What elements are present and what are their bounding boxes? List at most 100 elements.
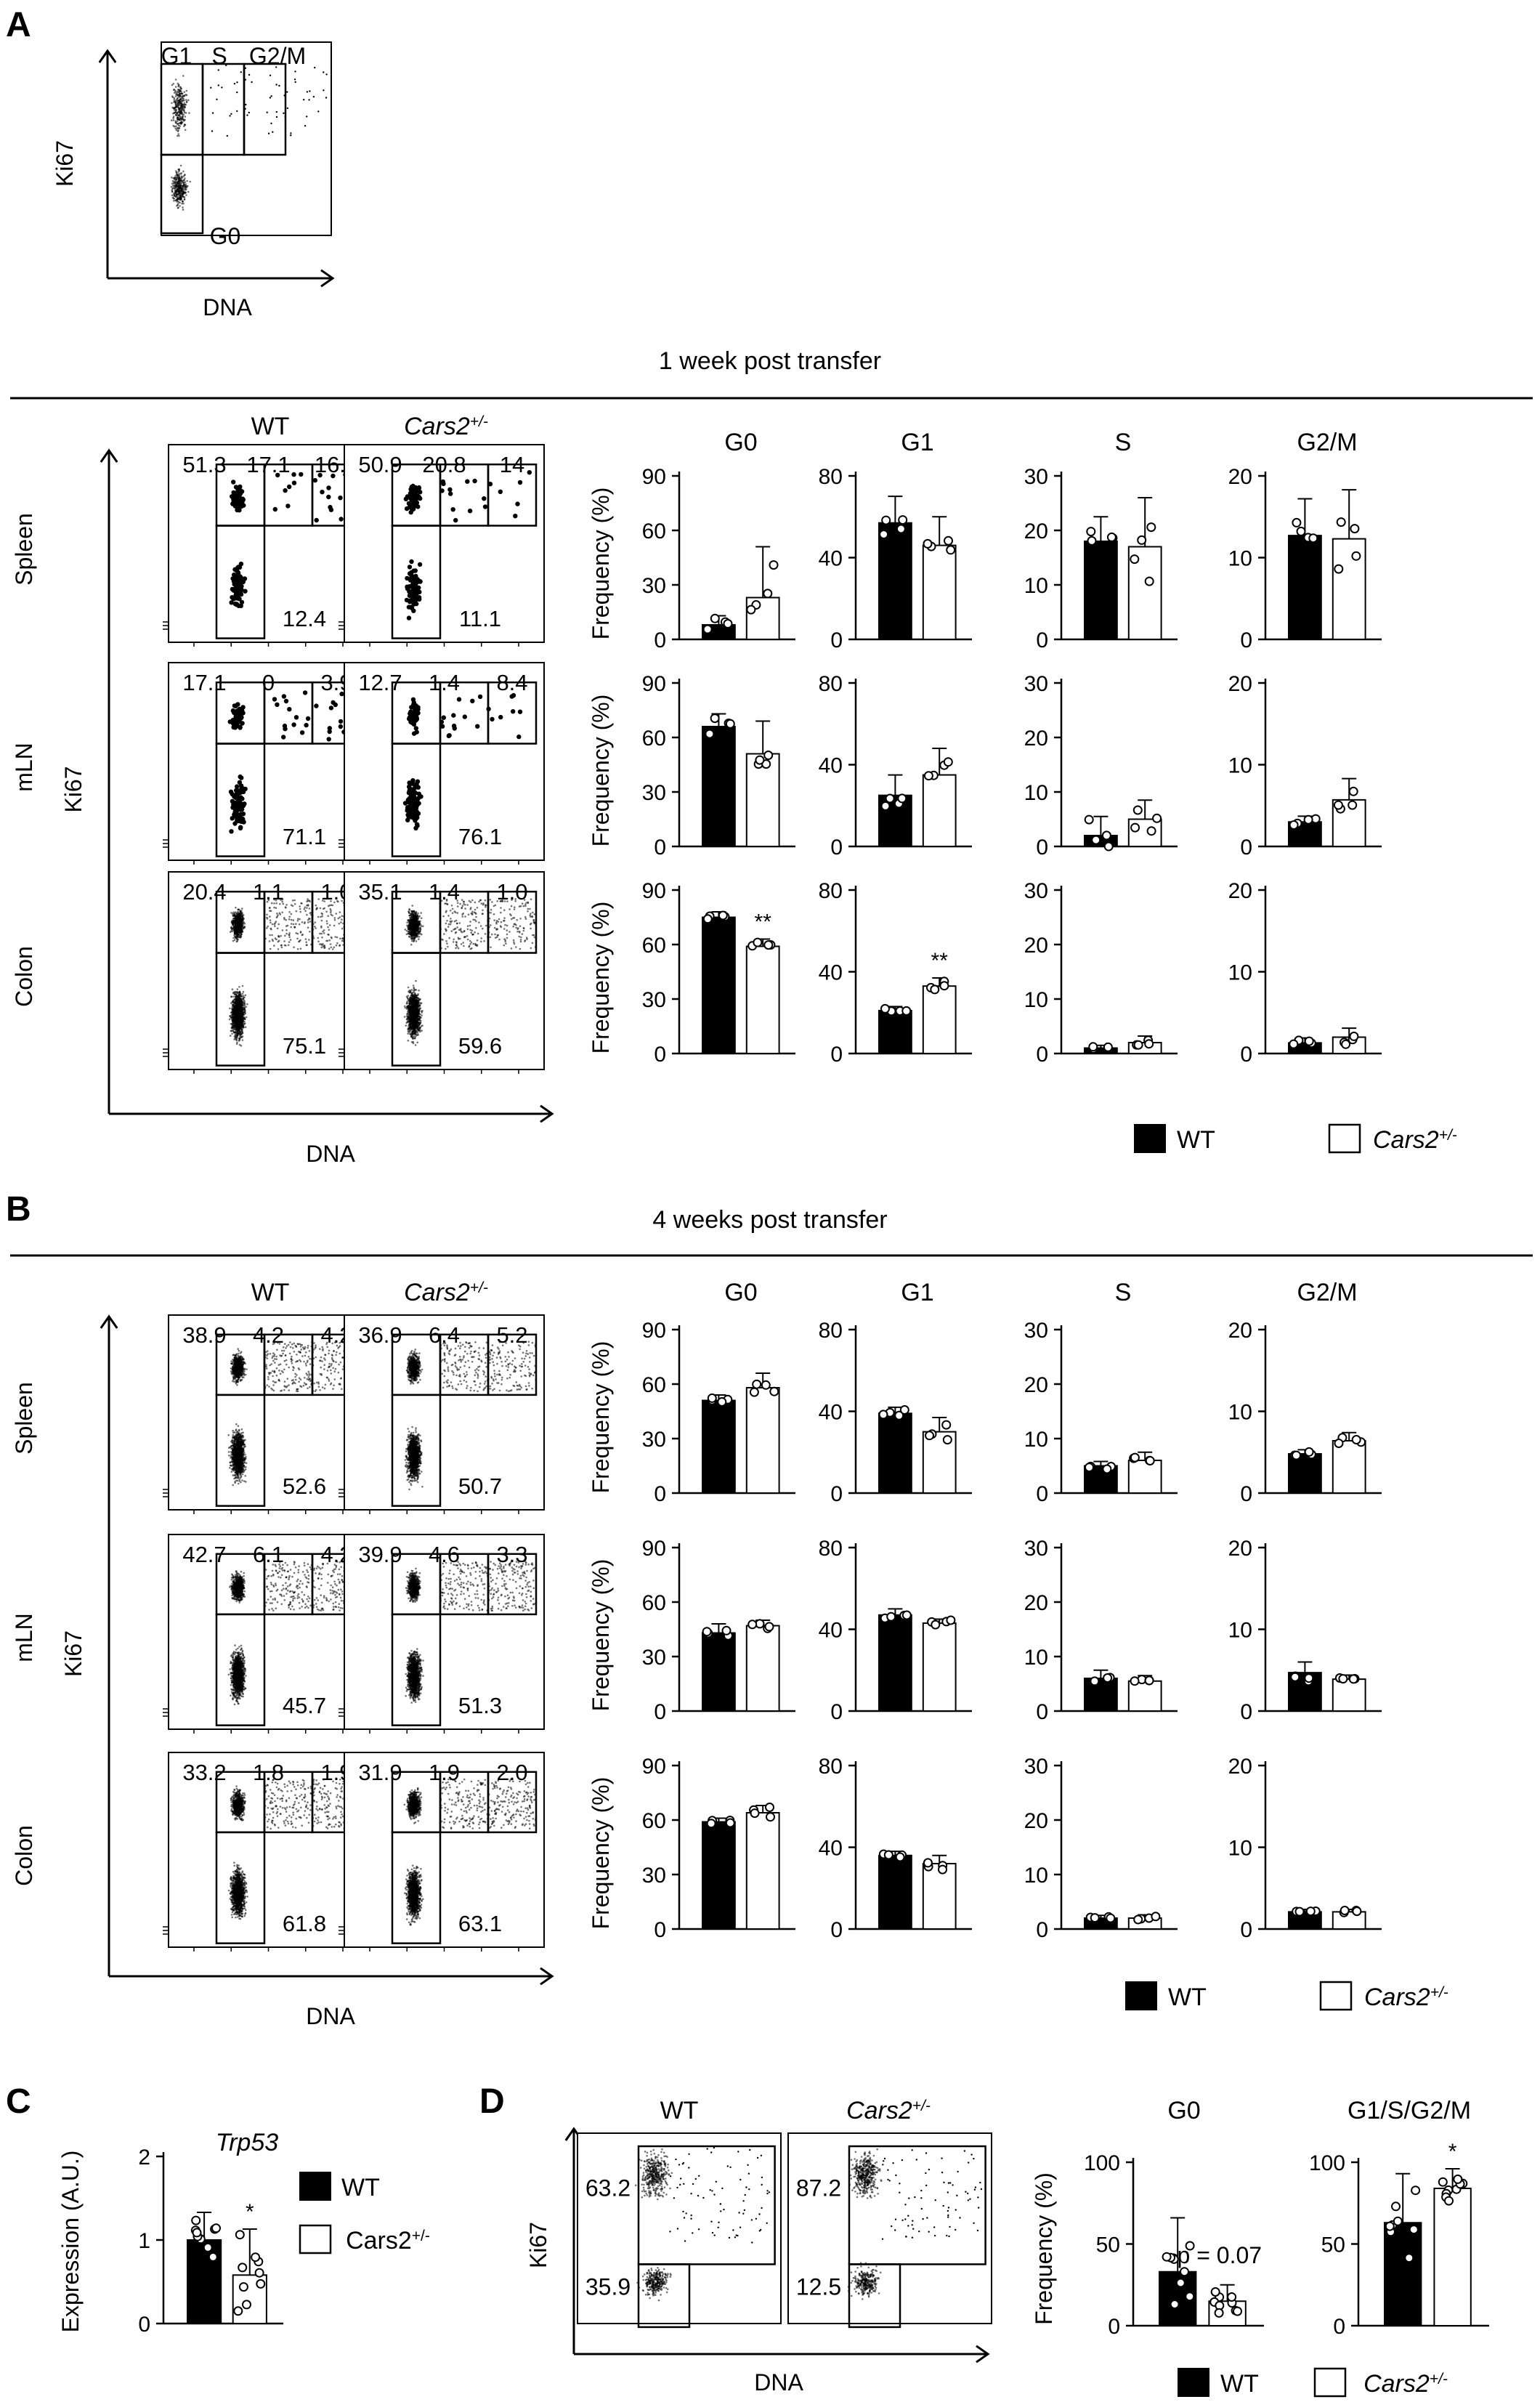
event-dot: [277, 914, 279, 916]
event-dot: [467, 929, 469, 931]
event-dot: [174, 97, 176, 100]
event-dot: [267, 112, 268, 113]
event-dot: [182, 209, 185, 211]
event-dot: [450, 910, 452, 912]
event-dot: [291, 904, 293, 906]
event-dot: [293, 947, 295, 949]
event-dot: [266, 927, 268, 929]
event-dot: [237, 996, 239, 998]
event-dot: [235, 1025, 237, 1027]
event-dot: [319, 943, 321, 945]
event-dot: [231, 1014, 233, 1016]
event-dot: [187, 191, 190, 193]
event-dot: [336, 942, 339, 945]
event-dot: [412, 905, 414, 907]
event-dot: [177, 129, 179, 132]
event-dot: [336, 937, 339, 939]
event-dot: [498, 715, 503, 719]
event-dot: [317, 110, 319, 112]
chart-title: G0: [724, 1279, 757, 1306]
event-dot: [239, 1031, 241, 1033]
event-dot: [300, 902, 302, 905]
event-dot: [185, 104, 187, 106]
event-dot: [407, 809, 411, 813]
event-dot: [235, 923, 238, 925]
event-dot: [471, 899, 474, 902]
event-dot: [420, 912, 422, 914]
event-dot: [174, 195, 176, 197]
event-dot: [404, 1016, 406, 1018]
event-dot: [325, 97, 327, 98]
event-dot: [300, 948, 302, 950]
event-dot: [408, 987, 410, 989]
event-dot: [477, 907, 479, 909]
event-dot: [234, 921, 236, 923]
event-dot: [177, 89, 179, 91]
event-dot: [508, 908, 511, 910]
event-dot: [182, 201, 184, 203]
event-dot: [179, 202, 181, 204]
event-dot: [241, 786, 246, 790]
gate-freq-s: 1.1: [253, 879, 284, 905]
flow-plots-layer: 51.317.116.612.450.920.81411.117.103.971…: [163, 445, 992, 2327]
event-dot: [174, 177, 176, 179]
event-dot: [339, 923, 341, 925]
event-dot: [231, 1033, 233, 1035]
event-dot: [238, 926, 240, 929]
chart-title: S: [1115, 1279, 1132, 1306]
event-dot: [293, 899, 296, 902]
chart-ylabel: Frequency (%): [588, 695, 614, 847]
event-dot: [238, 929, 240, 931]
event-dot: [482, 496, 486, 501]
event-dot: [467, 939, 469, 941]
event-dot: [330, 943, 332, 945]
event-dot: [306, 914, 308, 916]
event-dot: [341, 915, 344, 917]
event-dot: [285, 919, 288, 921]
event-dot: [185, 181, 187, 183]
event-dot: [171, 119, 173, 121]
event-dot: [309, 931, 311, 933]
event-dot: [232, 988, 234, 990]
event-dot: [232, 711, 236, 715]
event-dot: [236, 110, 238, 112]
event-dot: [323, 945, 325, 947]
event-dot: [238, 919, 240, 921]
event-dot: [296, 910, 298, 913]
event-dot: [447, 734, 451, 738]
event-dot: [183, 196, 185, 198]
event-dot: [273, 507, 277, 511]
event-dot: [235, 931, 237, 933]
event-dot: [277, 948, 280, 950]
event-dot: [320, 916, 322, 918]
event-dot: [232, 1019, 234, 1022]
event-dot: [333, 703, 338, 707]
event-dot: [288, 911, 291, 913]
event-dot: [326, 921, 328, 923]
event-dot: [328, 948, 331, 950]
event-dot: [275, 84, 277, 85]
event-dot: [283, 113, 284, 114]
event-dot: [517, 927, 519, 929]
event-dot: [504, 924, 506, 926]
event-dot: [304, 907, 306, 909]
event-dot: [415, 823, 419, 828]
event-dot: [173, 119, 175, 121]
event-dot: [181, 194, 183, 196]
event-dot: [235, 508, 239, 512]
event-dot: [187, 100, 190, 102]
event-dot: [251, 81, 252, 83]
flow-ylabel: Ki67: [525, 2222, 551, 2268]
event-dot: [171, 189, 174, 191]
event-dot: [414, 710, 418, 714]
event-dot: [321, 937, 323, 939]
event-dot: [185, 193, 187, 195]
event-dot: [285, 907, 287, 909]
event-dot: [241, 995, 243, 998]
event-dot: [233, 923, 235, 925]
event-dot: [183, 126, 185, 128]
event-dot: [506, 937, 508, 939]
event-dot: [236, 1039, 238, 1041]
event-dot: [307, 898, 309, 900]
event-dot: [276, 913, 278, 915]
